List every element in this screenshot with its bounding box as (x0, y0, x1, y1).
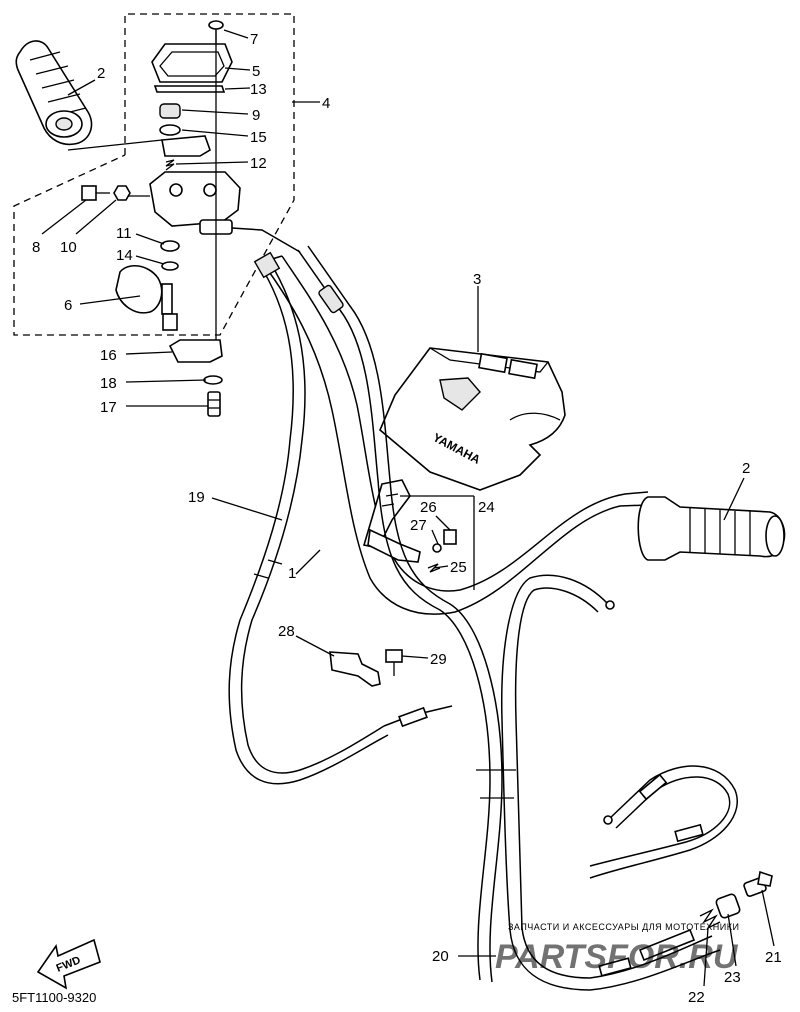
cable-upper (297, 245, 516, 983)
callout-4: 4 (322, 95, 330, 112)
gasket-13 (153, 85, 226, 93)
grip-left (15, 40, 93, 146)
cable-19 (228, 251, 453, 785)
clamp-16 (168, 339, 223, 363)
callout-11: 11 (116, 225, 132, 242)
callout-18: 18 (100, 375, 117, 392)
switch-cover-5 (151, 43, 233, 83)
spring-12 (165, 159, 175, 171)
cable-lower-right (589, 765, 738, 879)
callout-25: 25 (450, 559, 467, 576)
callout-2-left: 2 (97, 65, 105, 82)
washer-11 (160, 240, 180, 252)
callout-labels: 1 2 2 3 4 5 6 7 8 9 10 11 12 13 14 15 16… (32, 31, 782, 1006)
callout-13: 13 (250, 81, 267, 98)
callout-10: 10 (60, 239, 77, 256)
callout-20: 20 (432, 948, 449, 965)
washer-18 (203, 375, 223, 385)
collar-9 (159, 103, 181, 119)
diagram-code: 5FT1100-9320 (12, 990, 96, 1005)
washer-14 (161, 261, 179, 271)
watermark-caption: ЗАПЧАСТИ И АКСЕССУАРЫ ДЛЯ МОТОТЕХНИКИ (508, 922, 739, 932)
callout-22: 22 (688, 989, 705, 1006)
lever-holder-24 (362, 479, 421, 563)
callout-14: 14 (116, 247, 133, 264)
fitting-23 (715, 893, 741, 919)
callout-2-right: 2 (742, 460, 750, 477)
grip-right (637, 496, 786, 561)
washer-15 (159, 124, 181, 136)
nut-10 (113, 185, 131, 201)
handlebar-cover: YAMAHA (379, 347, 566, 491)
watermark-logo: PARTSFOR.RU (495, 938, 739, 976)
callout-12: 12 (250, 155, 267, 172)
callout-9: 9 (252, 107, 260, 124)
switch-housing (149, 171, 241, 235)
bolt-29 (385, 649, 403, 676)
callout-28: 28 (278, 623, 295, 640)
callout-29: 29 (430, 651, 447, 668)
fitting-21 (743, 870, 773, 897)
bolt-26 (443, 529, 457, 545)
callout-26: 26 (420, 499, 437, 516)
callout-23: 23 (724, 969, 741, 986)
switch-wire (231, 227, 301, 253)
callout-15: 15 (250, 129, 267, 146)
callout-3: 3 (473, 271, 481, 288)
callout-21: 21 (765, 949, 782, 966)
callout-8: 8 (32, 239, 40, 256)
leader-lines (41, 29, 775, 987)
bolt-17 (207, 391, 221, 417)
callout-5: 5 (252, 63, 260, 80)
spring-22 (699, 908, 721, 930)
callout-6: 6 (64, 297, 72, 314)
callout-16: 16 (100, 347, 117, 364)
cable-20 (501, 574, 721, 991)
plate (161, 135, 211, 157)
lever-6 (115, 265, 178, 331)
callout-7: 7 (250, 31, 258, 48)
nut-27 (432, 543, 442, 553)
bolt-8 (81, 185, 110, 201)
assembly-outline-4 (13, 13, 295, 336)
callout-27: 27 (410, 517, 427, 534)
callout-17: 17 (100, 399, 117, 416)
bracket-28 (329, 651, 381, 687)
callout-24: 24 (478, 499, 495, 516)
callout-19: 19 (188, 489, 205, 506)
callout-1: 1 (288, 565, 296, 582)
fwd-arrow: FWD (36, 938, 101, 990)
